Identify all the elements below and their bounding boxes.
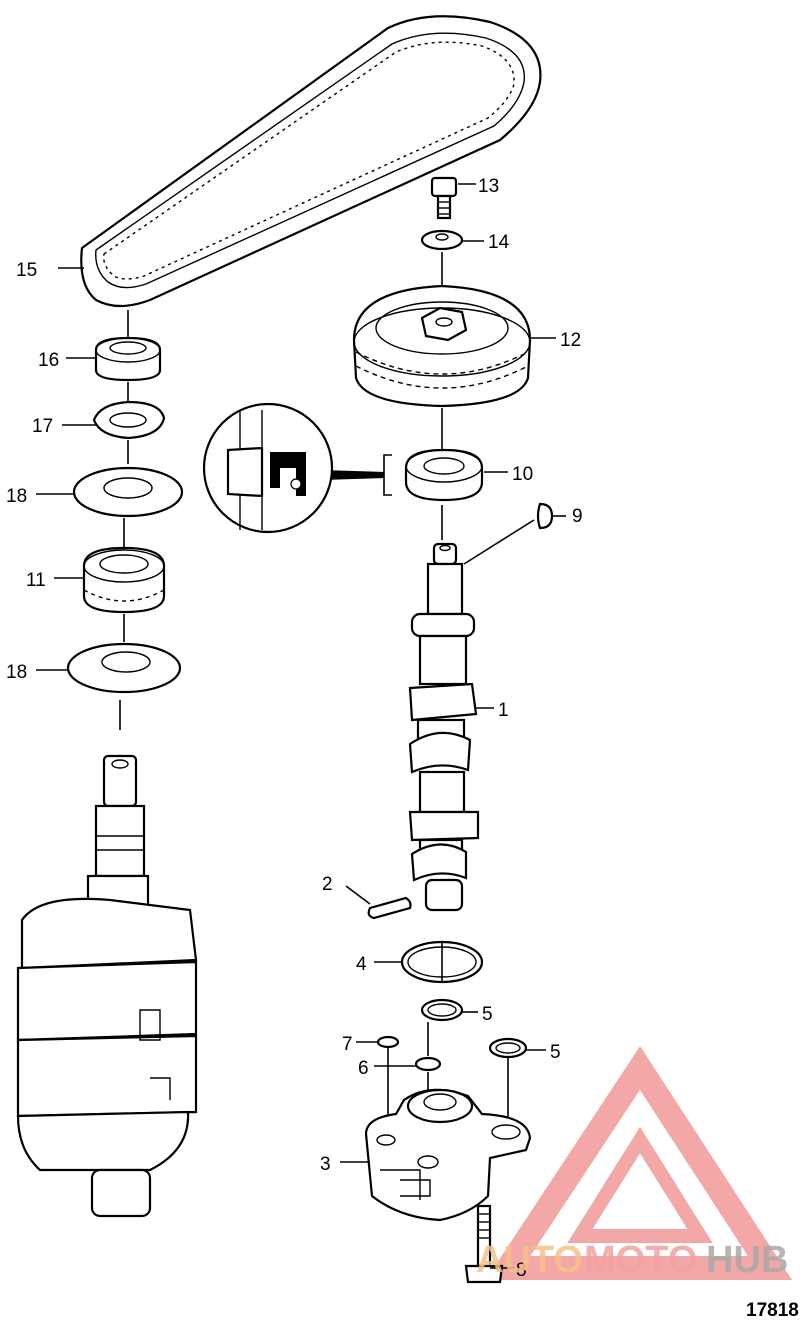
o-ring-5-upper xyxy=(420,998,464,1022)
oil-seal-10 xyxy=(404,448,484,502)
washer-14 xyxy=(420,229,464,251)
callout-13: 13 xyxy=(478,176,499,197)
camshaft-1 xyxy=(408,542,480,912)
plate-18-lower xyxy=(66,642,182,694)
timing-belt xyxy=(80,15,542,308)
callout-6: 6 xyxy=(358,1058,369,1079)
crankshaft xyxy=(16,754,198,1218)
svg-text:AUTO: AUTO xyxy=(476,1239,583,1281)
callout-8: 8 xyxy=(516,1260,527,1281)
camshaft-pulley-12 xyxy=(352,284,532,408)
key-9 xyxy=(536,502,554,530)
callout-18-upper: 18 xyxy=(6,486,27,507)
o-ring-6 xyxy=(414,1056,442,1072)
figure-number: 17818 xyxy=(746,1300,799,1321)
svg-text:HUB: HUB xyxy=(706,1239,788,1281)
callout-3: 3 xyxy=(320,1154,331,1175)
callout-12: 12 xyxy=(560,330,581,351)
callout-1: 1 xyxy=(498,700,509,721)
callout-16: 16 xyxy=(38,350,59,371)
callout-5-right: 5 xyxy=(550,1042,561,1063)
o-ring-5-right xyxy=(488,1037,528,1059)
washer-17 xyxy=(92,400,166,440)
svg-text:MOTO: MOTO xyxy=(584,1239,697,1281)
callout-2: 2 xyxy=(322,874,333,895)
callout-7: 7 xyxy=(342,1034,353,1055)
crank-gear-11 xyxy=(82,546,166,614)
bolt-8 xyxy=(464,1204,504,1284)
callout-4: 4 xyxy=(356,954,367,975)
oil-pump-3 xyxy=(364,1088,532,1222)
callout-18-lower: 18 xyxy=(6,662,27,683)
callout-10: 10 xyxy=(512,464,533,485)
pin-2 xyxy=(367,896,412,920)
callout-11: 11 xyxy=(26,570,46,591)
nut-16 xyxy=(94,336,162,382)
callout-9: 9 xyxy=(572,506,583,527)
o-ring-7 xyxy=(376,1035,400,1049)
watermark-text: AUTO MOTO HUB xyxy=(476,1239,788,1281)
bolt-13 xyxy=(430,176,458,220)
callout-14: 14 xyxy=(488,232,510,253)
plate-18-upper xyxy=(72,466,184,518)
callout-15: 15 xyxy=(16,260,37,281)
watermark-logo xyxy=(485,1046,793,1280)
callout-5-upper: 5 xyxy=(482,1004,493,1025)
seal-detail-inset xyxy=(202,402,334,534)
callout-17: 17 xyxy=(32,416,53,437)
